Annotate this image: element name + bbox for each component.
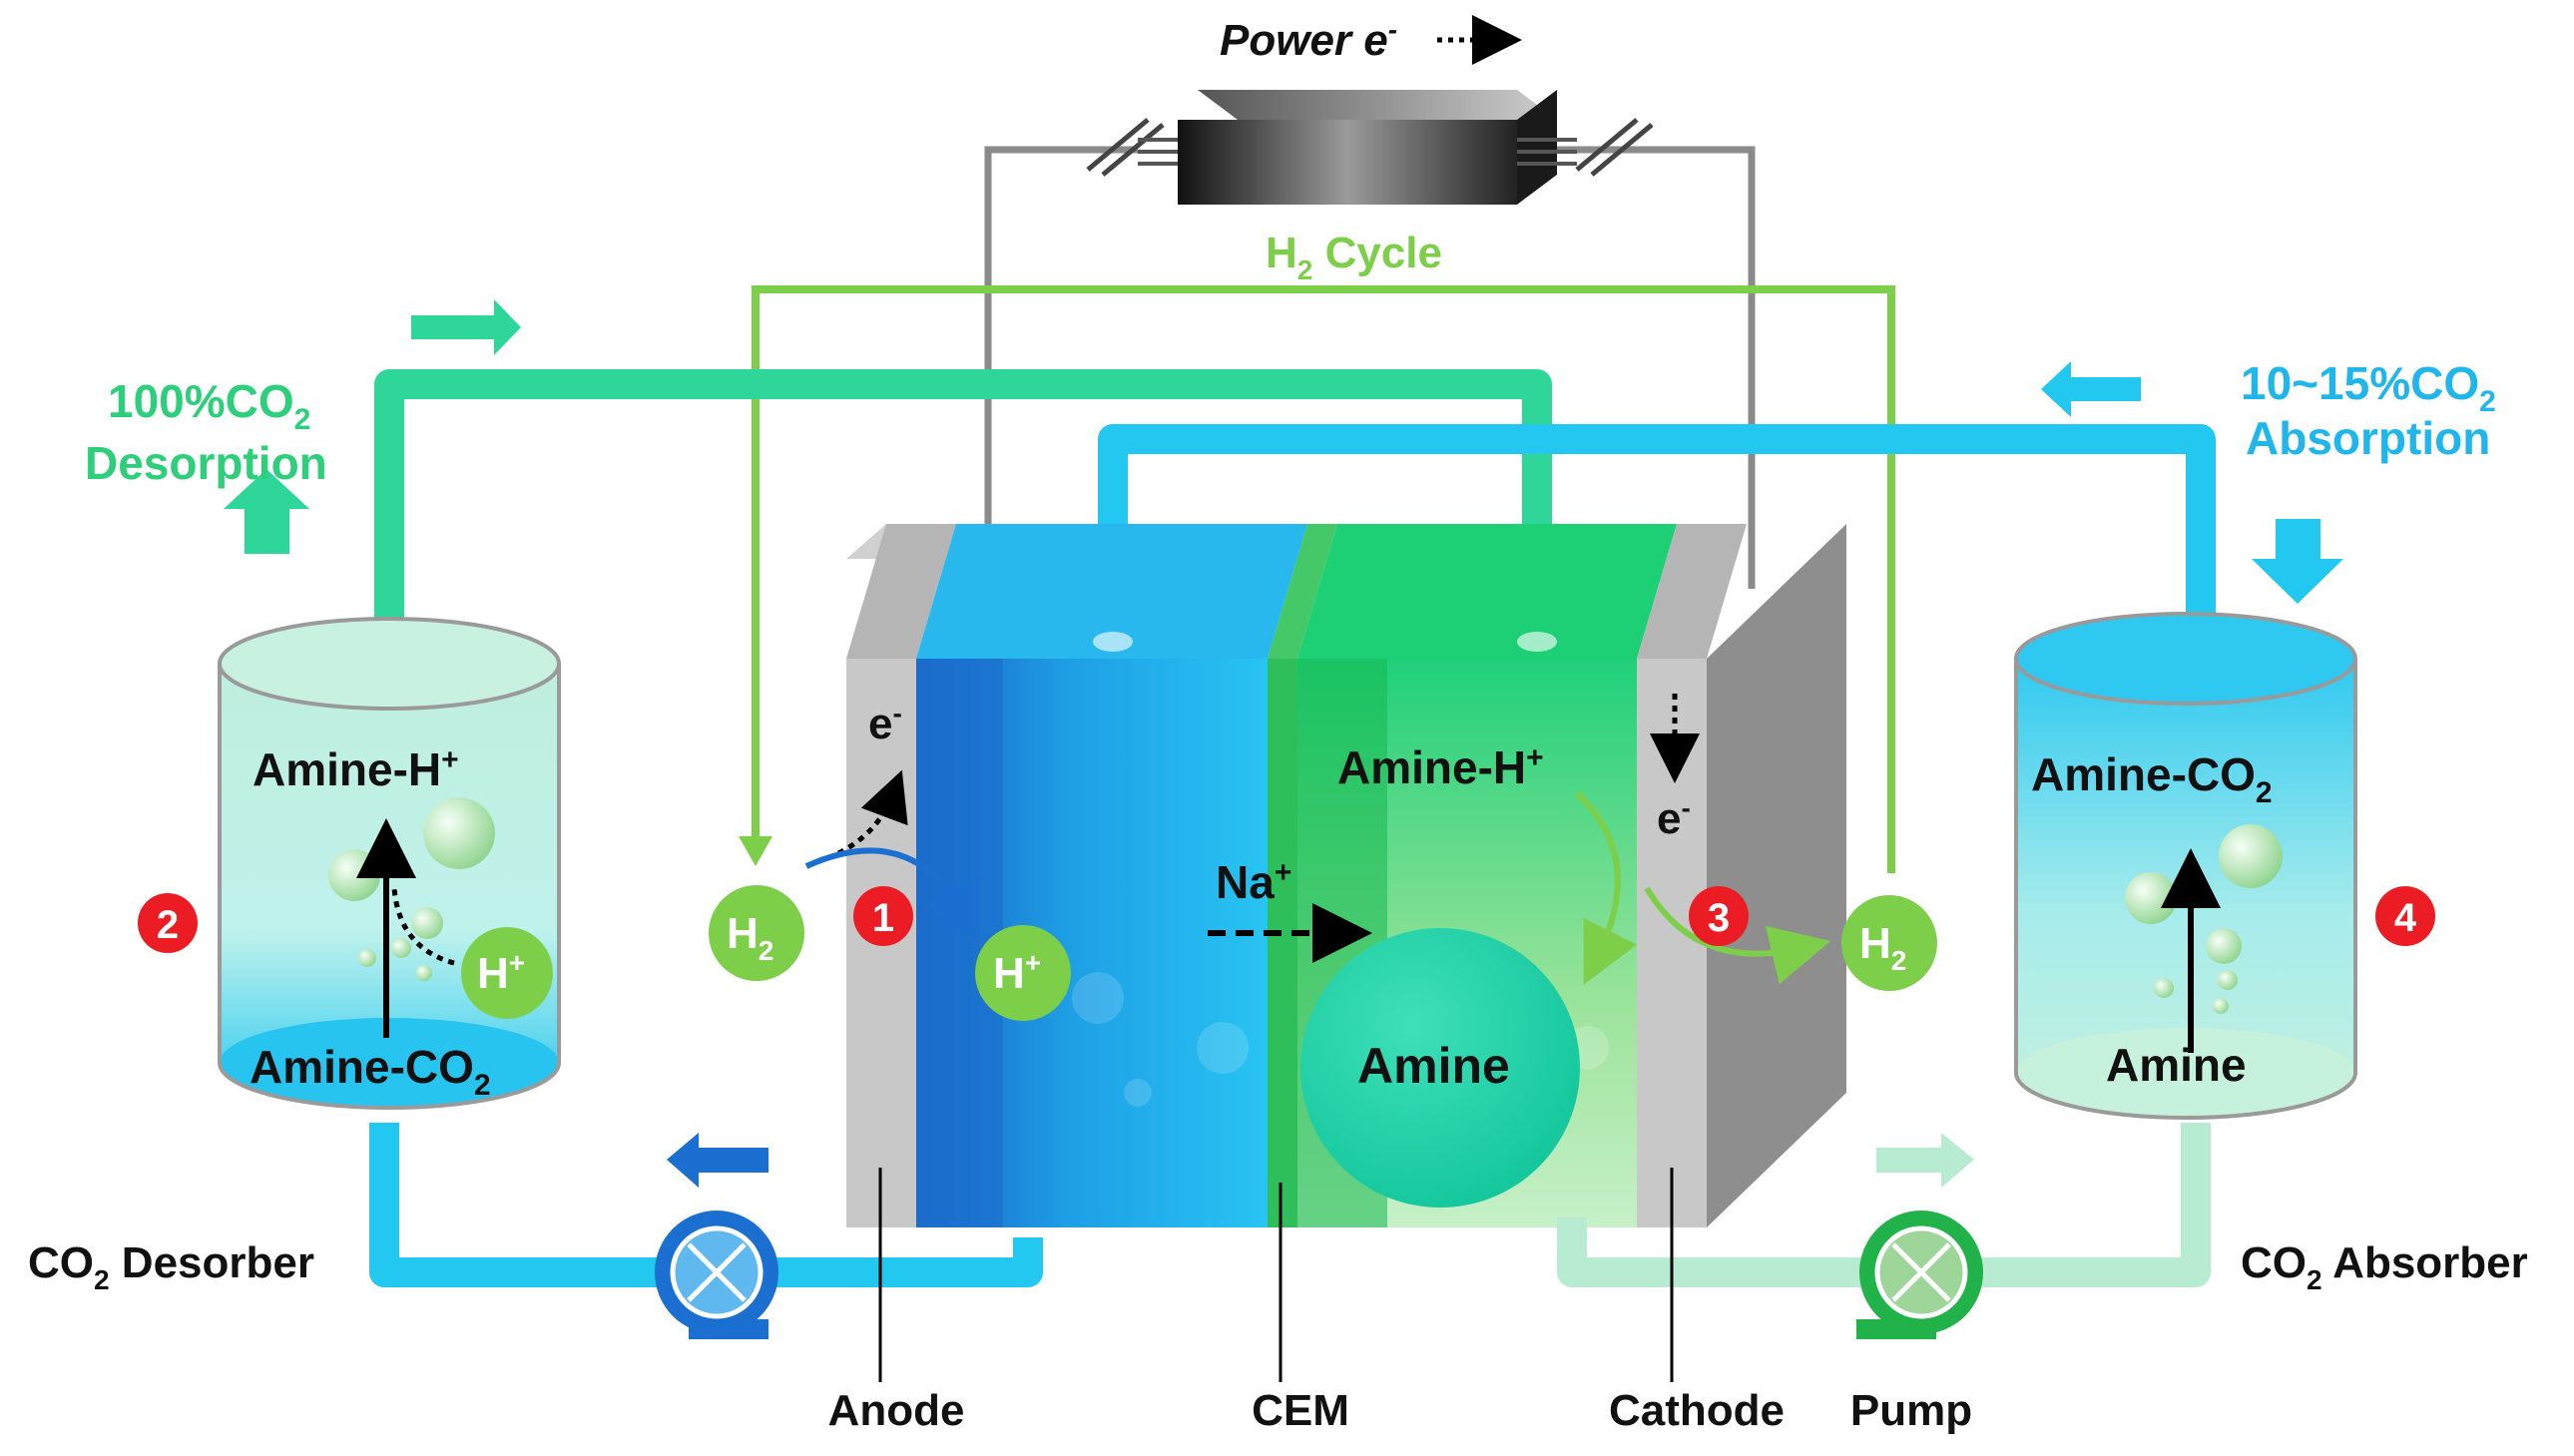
cathode-label: Cathode [1609, 1386, 1785, 1435]
cathode-electron-label: e- [1657, 792, 1691, 843]
sodium-ion-label: Na+ [1216, 856, 1291, 908]
step-2-label: 2 [157, 903, 179, 947]
h2-evolution-arrow [1644, 886, 1831, 985]
h2-right-label: H2 [1859, 919, 1906, 976]
absorption-label-line2: Absorption [2246, 412, 2490, 464]
amine-ball [1300, 928, 1580, 1208]
pump-left-icon [655, 1211, 778, 1339]
power-label: Power e- [1220, 14, 1397, 65]
step-3-badge [1689, 886, 1749, 946]
anode-label: Anode [828, 1386, 965, 1435]
h2-oxidation-arrow [804, 847, 981, 945]
proton-label: H+ [993, 947, 1041, 998]
desorption-up-arrow [224, 469, 309, 554]
pump-label: Pump [1850, 1386, 1972, 1435]
absorption-down-arrow [2252, 519, 2343, 604]
desorption-label: 100%CO2 [108, 375, 310, 436]
teal-pipe [374, 369, 1552, 709]
desorption-label-line2: Desorption [85, 437, 327, 489]
absorber-amine-co2-label: Amine-CO2 [2031, 748, 2273, 809]
step-4-label: 4 [2394, 896, 2417, 940]
desorber-amine-co2-label: Amine-CO2 [250, 1041, 491, 1102]
anode-electron-arrow [836, 769, 908, 856]
anode-channel [916, 524, 1307, 659]
desorber-amine-h-label: Amine-H+ [253, 743, 459, 795]
blue-flow-arrow [2041, 361, 2141, 417]
return-flow-arrow-blue [667, 1133, 769, 1188]
cathode-reduction-arrow [1574, 790, 1638, 985]
desorber-proton-arrow [391, 887, 455, 966]
co2-absorber-label: CO2 Absorber [2241, 1238, 2528, 1295]
cem-membrane [1268, 524, 1337, 659]
anode-electron-label: e- [868, 698, 902, 748]
h2-cycle-arrowhead [739, 836, 772, 866]
proton-circle [975, 925, 1071, 1021]
absorption-label: 10~15%CO2 [2241, 357, 2496, 418]
step-1-badge [853, 886, 913, 946]
step-1-label: 1 [872, 896, 894, 940]
teal-flow-arrow [411, 299, 521, 355]
cathode-amine-h-label: Amine-H+ [1337, 741, 1544, 793]
step-2-badge [138, 893, 198, 953]
cathode-channel [1297, 524, 1677, 659]
h2-cycle-label: H2 Cycle [1266, 229, 1442, 285]
cathode-wire [1552, 146, 1756, 589]
desorber-proton-circle [461, 927, 553, 1019]
absorber-amine-label: Amine [2106, 1039, 2247, 1091]
pump-right-icon [1856, 1211, 1983, 1339]
amine-ball-label: Amine [1357, 1038, 1510, 1094]
power-source-icon [1086, 90, 1654, 205]
co2-desorber-label: CO2 Desorber [28, 1238, 314, 1295]
anode-wire [984, 146, 1138, 589]
desorber-proton-label: H+ [477, 947, 525, 998]
cathode-plate [1637, 659, 1707, 1227]
cem-label: CEM [1252, 1386, 1349, 1435]
h2-right-circle [1841, 895, 1937, 991]
step-3-label: 3 [1708, 896, 1730, 940]
h2-cycle-line [752, 285, 1895, 873]
h2-left-label: H2 [727, 909, 773, 966]
return-flow-arrow-green [1876, 1133, 1974, 1188]
step-4-badge [2375, 886, 2435, 946]
h2-left-circle [709, 885, 804, 981]
